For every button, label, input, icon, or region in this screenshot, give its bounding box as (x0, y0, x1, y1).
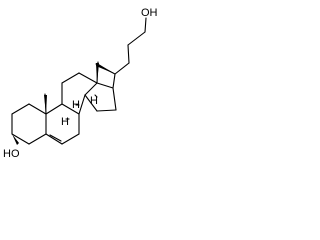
bond (49, 134, 62, 142)
bond (11, 103, 30, 115)
bond (28, 133, 47, 145)
wedge-bond (12, 134, 19, 145)
bond (61, 133, 80, 145)
bond (127, 31, 146, 46)
bond (84, 82, 98, 96)
top-hydroxyl-label: OH (141, 7, 158, 19)
bond (96, 109, 117, 112)
wedge-bond (96, 63, 115, 74)
bottom-hydroxyl-label: HO (3, 148, 20, 160)
bond (78, 94, 86, 115)
bonds (11, 17, 147, 145)
bond (61, 72, 80, 84)
bond (144, 17, 147, 33)
h-c8-label: H (61, 116, 69, 128)
bond (84, 94, 98, 112)
bond (112, 73, 116, 89)
bond (127, 44, 130, 64)
bond (112, 87, 117, 111)
bond (45, 133, 63, 145)
bond (114, 62, 130, 75)
bond (45, 103, 63, 115)
hash-bonds (65, 94, 98, 120)
bond (96, 82, 114, 89)
bond (11, 133, 30, 145)
bond (78, 72, 98, 84)
wedge-bond (96, 63, 99, 83)
wedge-bond (44, 95, 47, 114)
wedge-bonds (12, 63, 115, 145)
hash-bond (94, 94, 98, 98)
structure-diagram: OH HO H H H (3, 7, 158, 160)
bond (28, 103, 47, 115)
h-c14-label: H (90, 95, 98, 107)
bond (61, 103, 80, 115)
h-c9-label: H (72, 99, 80, 111)
